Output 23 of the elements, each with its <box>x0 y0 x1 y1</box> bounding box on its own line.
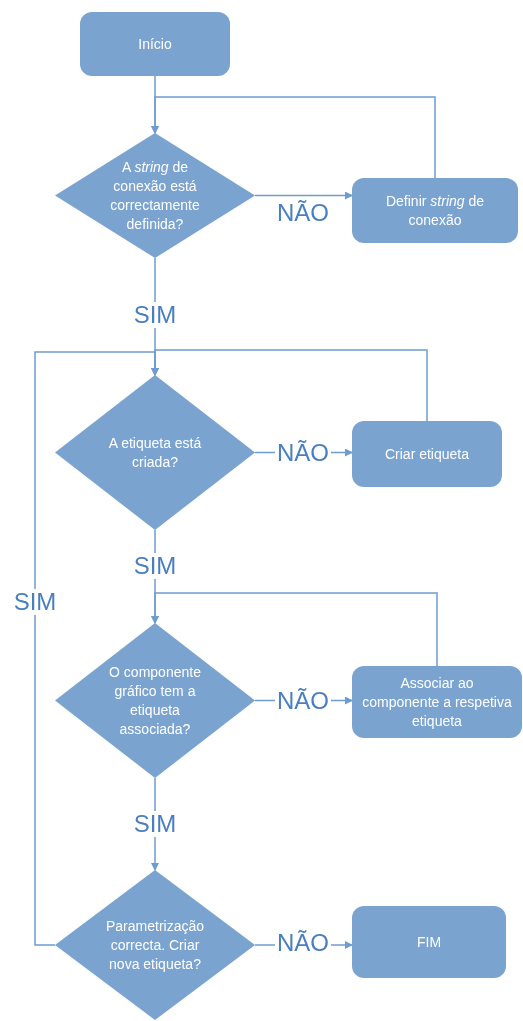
arrow <box>254 191 353 200</box>
node-label: Criar etiqueta <box>384 444 469 464</box>
node-label: Início <box>138 34 172 54</box>
node-label: A string de conexão está correctamente definida? <box>109 157 201 234</box>
process-box <box>352 906 506 978</box>
node-label: O componente gráfico tem a etiqueta associada? <box>108 662 202 739</box>
decision-diamond <box>55 375 255 530</box>
node-label: Definir string de conexão <box>384 191 486 230</box>
process-box <box>352 421 502 487</box>
arrow <box>151 96 436 179</box>
arrow <box>151 349 428 422</box>
node-label: Associar ao componente a respetiva etiqueta <box>361 673 513 731</box>
arrow <box>34 351 159 946</box>
decision-diamond <box>55 623 255 778</box>
decision-diamond <box>55 133 255 258</box>
process-box <box>80 12 230 76</box>
arrow <box>151 592 438 667</box>
process-box <box>352 666 522 738</box>
node-label: A etiqueta está criada? <box>107 433 203 472</box>
process-box <box>352 178 518 243</box>
node-label: Parametrização correcta. Criar nova etiqueta? <box>104 916 205 974</box>
node-label: FIM <box>416 932 442 952</box>
decision-diamond <box>55 870 255 1020</box>
